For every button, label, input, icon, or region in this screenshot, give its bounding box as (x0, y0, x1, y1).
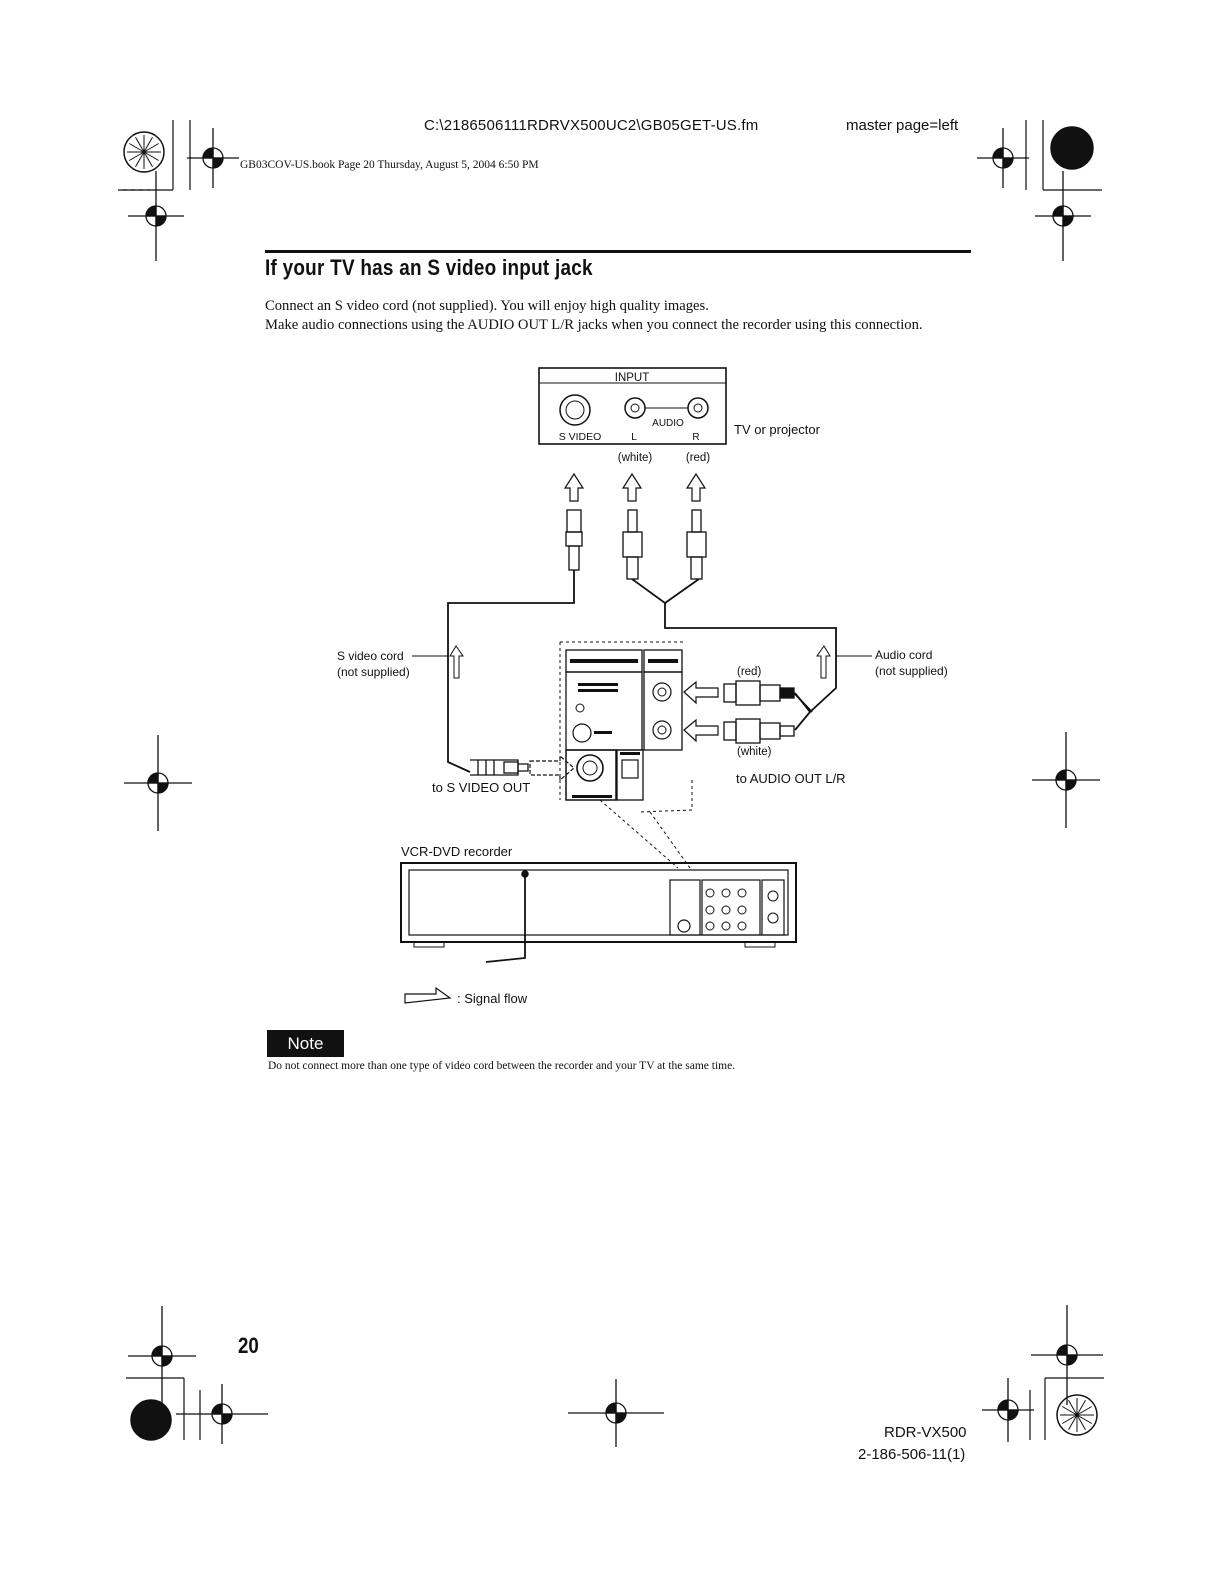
white-label-lower: (white) (737, 746, 772, 758)
white-label: (white) (618, 452, 653, 464)
signal-flow-label: : Signal flow (457, 991, 528, 1006)
signal-flow-arrow-icon (404, 986, 452, 1004)
svideo-jack-label: S VIDEO (559, 431, 602, 443)
crosshair-target-icon (187, 128, 239, 188)
rca-plug-white-connected (683, 718, 795, 744)
recorder-label: VCR-DVD recorder (401, 844, 513, 859)
to-audio-out-label: to AUDIO OUT L/R (736, 771, 846, 786)
registration-dial-icon (1056, 1394, 1098, 1436)
svideo-cord-note: (not supplied) (337, 665, 410, 679)
section-body: Connect an S video cord (not supplied). … (265, 297, 965, 335)
crosshair-target-icon (568, 1379, 664, 1447)
right-jack-label: R (692, 432, 699, 443)
crosshair-target-icon (176, 1384, 268, 1444)
crosshair-target-icon (1031, 1305, 1103, 1405)
red-label-lower: (red) (737, 666, 761, 678)
crosshair-target-icon (128, 1306, 196, 1406)
audio-l-input-jack (624, 397, 646, 419)
document-number: 2-186-506-11(1) (858, 1446, 966, 1463)
tv-label: TV or projector (734, 422, 821, 437)
vcr-dvd-recorder (400, 862, 797, 963)
audio-cord (664, 603, 837, 713)
registration-dial-icon (1050, 126, 1094, 170)
svideo-plug (565, 509, 583, 571)
page-number: 20 (238, 1333, 259, 1358)
audio-cord-note: (not supplied) (875, 664, 948, 678)
audio-r-input-jack (687, 397, 709, 419)
rca-plug-white (622, 509, 643, 580)
tv-panel-title: INPUT (615, 372, 650, 384)
section-title: If your TV has an S video input jack (265, 255, 593, 280)
body-paragraph: Make audio connections using the AUDIO O… (265, 317, 923, 333)
recorder-rear-panel-closeup (559, 641, 693, 813)
model-number: RDR-VX500 (884, 1424, 967, 1441)
rca-plug-red-connected (683, 680, 813, 713)
crosshair-target-icon (977, 128, 1029, 188)
audio-cord-label: Audio cord (875, 648, 932, 662)
crosshair-target-icon (982, 1378, 1034, 1442)
book-info-header: GB03COV-US.book Page 20 Thursday, August… (240, 159, 539, 171)
rca-plug-red (686, 509, 707, 580)
registration-dial-icon (130, 1399, 172, 1441)
crosshair-target-icon (128, 171, 184, 261)
section-rule (265, 250, 971, 253)
tv-input-panel: INPUT S VIDEO AUDIO L R (538, 367, 727, 445)
body-paragraph: Connect an S video cord (not supplied). … (265, 298, 709, 314)
left-jack-label: L (631, 432, 637, 443)
signal-arrows-up (563, 472, 707, 502)
note-badge: Note (267, 1030, 344, 1057)
crosshair-target-icon (124, 735, 192, 831)
registration-dial-icon (123, 131, 165, 173)
svideo-plug-connected (470, 754, 575, 782)
to-svideo-out-label: to S VIDEO OUT (432, 780, 530, 795)
master-page-header: master page=left (846, 117, 959, 134)
svideo-input-jack (559, 394, 591, 426)
crosshair-target-icon (1035, 171, 1091, 261)
audio-cord-split (631, 578, 700, 605)
red-label: (red) (686, 452, 710, 464)
audio-out-l-jack (652, 720, 672, 740)
svideo-cord-label: S video cord (337, 649, 404, 663)
audio-jack-label: AUDIO (652, 418, 684, 429)
svideo-cord (447, 570, 575, 773)
note-text: Do not connect more than one type of vid… (268, 1060, 736, 1072)
svideo-out-jack (576, 754, 604, 782)
file-path-header: C:\2186506111RDRVX500UC2\GB05GET-US.fm (424, 117, 759, 134)
crosshair-target-icon (1032, 732, 1100, 828)
audio-out-r-jack (652, 682, 672, 702)
